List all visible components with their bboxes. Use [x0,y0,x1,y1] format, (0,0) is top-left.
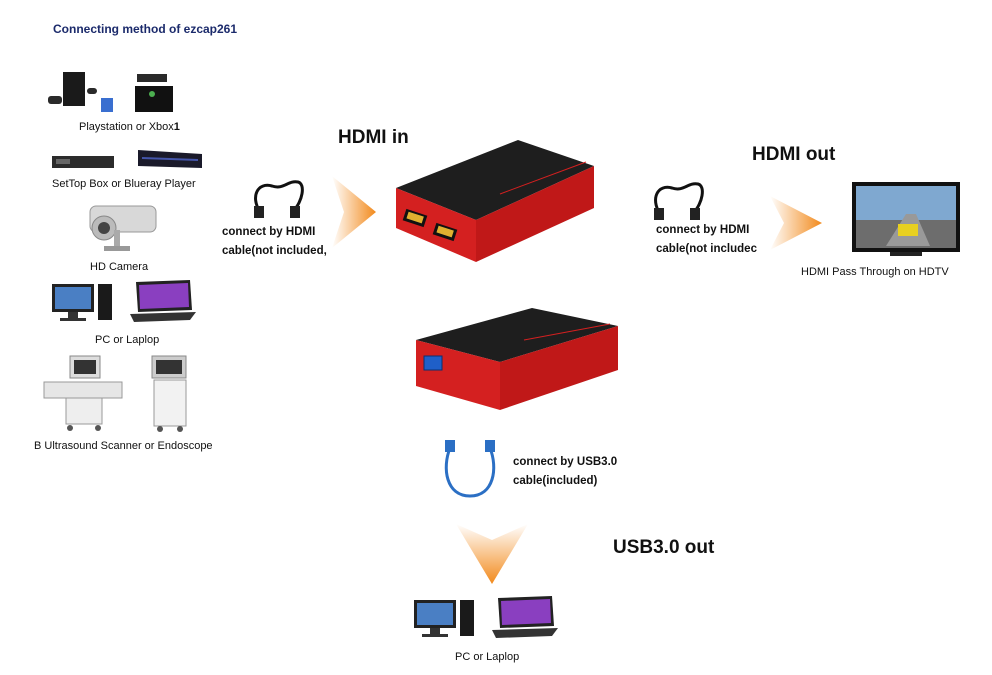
hdmi-cable-in-icon [254,180,304,218]
ultrasound-scanner-image [43,355,187,432]
game-console-image [48,72,173,112]
settop-box-image [52,150,202,168]
capture-device-front [396,140,594,262]
playstation-caption: Playstation or Xbox1 [79,121,180,133]
arrow-right-icon [332,176,376,248]
arrow-down-icon [456,524,528,584]
hdmi-cable-out-icon [654,182,704,220]
capture-device-back [416,308,618,410]
hdmi-out-heading: HDMI out [752,144,836,165]
usb-out-heading: USB3.0 out [613,537,715,558]
hdmi-out-line1: connect by HDMI [656,224,750,236]
hdmi-in-line2: cable(not included, [222,245,327,257]
arrow-right-out-icon [770,196,822,250]
page-title: Connecting method of ezcap261 [53,22,238,36]
hd-camera-image [89,205,157,251]
pc-laptop-bottom-image [414,596,558,638]
usb-line2: cable(included) [513,475,598,487]
hdtv-image [852,182,960,256]
usb-cable-icon [444,440,496,498]
hdmi-in-line1: connect by HDMI [222,226,316,238]
hd-camera-caption: HD Camera [90,261,149,273]
usb-line1: connect by USB3.0 [513,456,618,468]
pc-laptop-image [52,280,196,322]
hdmi-out-connect-text: connect by HDMI cable(not includec [656,221,757,259]
pc-laptop-bottom-caption: PC or Laplop [455,651,520,663]
hdmi-in-heading: HDMI in [338,127,409,148]
pc-laptop-caption: PC or Laplop [95,334,160,346]
hdtv-caption: HDMI Pass Through on HDTV [801,266,949,278]
ultrasound-caption: B Ultrasound Scanner or Endoscope [34,440,213,452]
usb-connect-text: connect by USB3.0 cable(included) [513,453,617,491]
hdmi-out-line2: cable(not includec [656,243,757,255]
hdmi-in-connect-text: connect by HDMI cable(not included, [222,223,327,261]
settop-box-caption: SetTop Box or Blueray Player [52,178,196,190]
